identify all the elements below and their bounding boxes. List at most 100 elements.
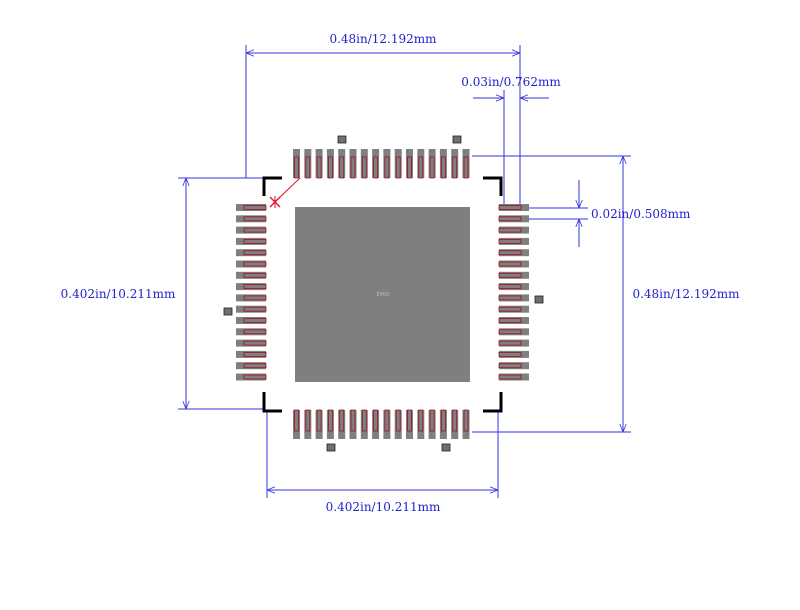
- corner-top-left: [262, 176, 282, 196]
- pad-right: [499, 237, 529, 245]
- corner-top-right: [483, 176, 503, 196]
- pad-left: [236, 283, 266, 291]
- pad-top-outline: [316, 156, 322, 179]
- pad-top: [315, 149, 323, 178]
- pad-right: [499, 204, 529, 211]
- corner-bottom-right: [483, 392, 503, 413]
- pad-bottom-outline: [373, 409, 379, 432]
- pad-bottom: [293, 410, 300, 439]
- pad-right: [499, 260, 529, 268]
- dim-pitch-label: 0.02in/0.508mm: [591, 207, 691, 221]
- pad-left: [236, 305, 266, 313]
- pad-right-outline: [498, 261, 522, 267]
- pad-top: [304, 149, 312, 178]
- pad-right: [499, 305, 529, 313]
- pad-right-outline: [498, 329, 522, 335]
- pad-top: [349, 149, 357, 178]
- pad-left: [236, 339, 266, 347]
- alignment-mark: [452, 135, 462, 144]
- pad-right-outline: [498, 205, 522, 210]
- alignment-mark: [337, 135, 347, 144]
- pad-bottom-outline: [327, 409, 333, 432]
- pad-bottom-outline: [305, 409, 311, 432]
- pad-left-outline: [243, 306, 267, 312]
- pad-top: [338, 149, 346, 178]
- body-corner-marks: [262, 176, 503, 413]
- pad-top: [372, 149, 380, 178]
- pad-bottom-outline: [429, 409, 435, 432]
- pad-bottom-outline: [395, 409, 401, 432]
- pad-right: [499, 215, 529, 223]
- pad-bottom-outline: [452, 409, 458, 432]
- pad-right: [499, 373, 529, 381]
- pad-left-outline: [243, 272, 267, 278]
- pad-top: [326, 149, 334, 178]
- pad-left-outline: [243, 318, 267, 323]
- pad-top: [462, 149, 470, 178]
- dim-pad-width-label: 0.03in/0.762mm: [461, 75, 561, 89]
- pad-bottom-outline: [350, 409, 356, 432]
- pad-bottom: [439, 410, 447, 439]
- pad-right-outline: [498, 284, 522, 290]
- pad-right-outline: [498, 374, 522, 380]
- dim-right-height-label: 0.48in/12.192mm: [632, 287, 740, 301]
- pad-top-outline: [339, 156, 345, 179]
- pad-top: [417, 149, 425, 178]
- dimension-lines: [178, 45, 631, 498]
- pad-top-outline: [294, 156, 299, 179]
- pad-right-outline: [498, 306, 522, 312]
- pad-bottom-outline: [407, 409, 412, 432]
- pad-top-outline: [305, 156, 311, 179]
- pad-left-outline: [243, 216, 267, 222]
- alignment-mark: [441, 443, 451, 452]
- pad-bottom-outline: [316, 409, 322, 432]
- pad-right-outline: [498, 238, 522, 244]
- pad-top: [360, 149, 368, 178]
- pad-top-outline: [361, 156, 367, 179]
- pad-bottom: [326, 410, 334, 439]
- pad-left: [236, 271, 266, 279]
- pad-bottom-outline: [418, 409, 424, 432]
- pad-left-outline: [243, 261, 267, 267]
- pad-top: [383, 149, 391, 178]
- pad-top: [451, 149, 459, 178]
- pad-right: [499, 328, 529, 336]
- dim-top-width-label: 0.48in/12.192mm: [329, 32, 437, 46]
- pad-left: [236, 328, 266, 336]
- pad-right-outline: [498, 227, 522, 233]
- pad-right-outline: [498, 272, 522, 278]
- pad-left-outline: [243, 295, 267, 301]
- pin1-marker: [269, 177, 301, 208]
- pad-bottom: [338, 410, 346, 439]
- pad-left-outline: [243, 250, 267, 256]
- pad-right: [499, 317, 529, 324]
- pad-top: [428, 149, 436, 178]
- pad-right-outline: [498, 216, 522, 222]
- pad-top-outline: [407, 156, 412, 179]
- pad-bottom: [406, 410, 413, 439]
- pad-right: [499, 283, 529, 291]
- corner-bottom-left: [262, 392, 282, 413]
- pad-right: [499, 249, 529, 257]
- pad-left-outline: [243, 205, 267, 210]
- alignment-mark: [326, 443, 336, 452]
- pad-bottom: [372, 410, 380, 439]
- pad-top: [293, 149, 300, 178]
- pad-top: [406, 149, 413, 178]
- pad-left-outline: [243, 351, 267, 357]
- pad-right: [499, 294, 529, 302]
- exposed-pad: [295, 207, 470, 382]
- dim-bottom-width-label: 0.402in/10.211mm: [326, 500, 441, 514]
- pad-top-outline: [395, 156, 401, 179]
- pad-bottom: [462, 410, 470, 439]
- pad-top: [439, 149, 447, 178]
- pad-top-outline: [350, 156, 356, 179]
- pad-left: [236, 294, 266, 302]
- pad-left-outline: [243, 227, 267, 233]
- pad-bottom: [428, 410, 436, 439]
- pad-left: [236, 373, 266, 381]
- pad-bottom: [451, 410, 459, 439]
- pad-bottom: [417, 410, 425, 439]
- pad-bottom: [304, 410, 312, 439]
